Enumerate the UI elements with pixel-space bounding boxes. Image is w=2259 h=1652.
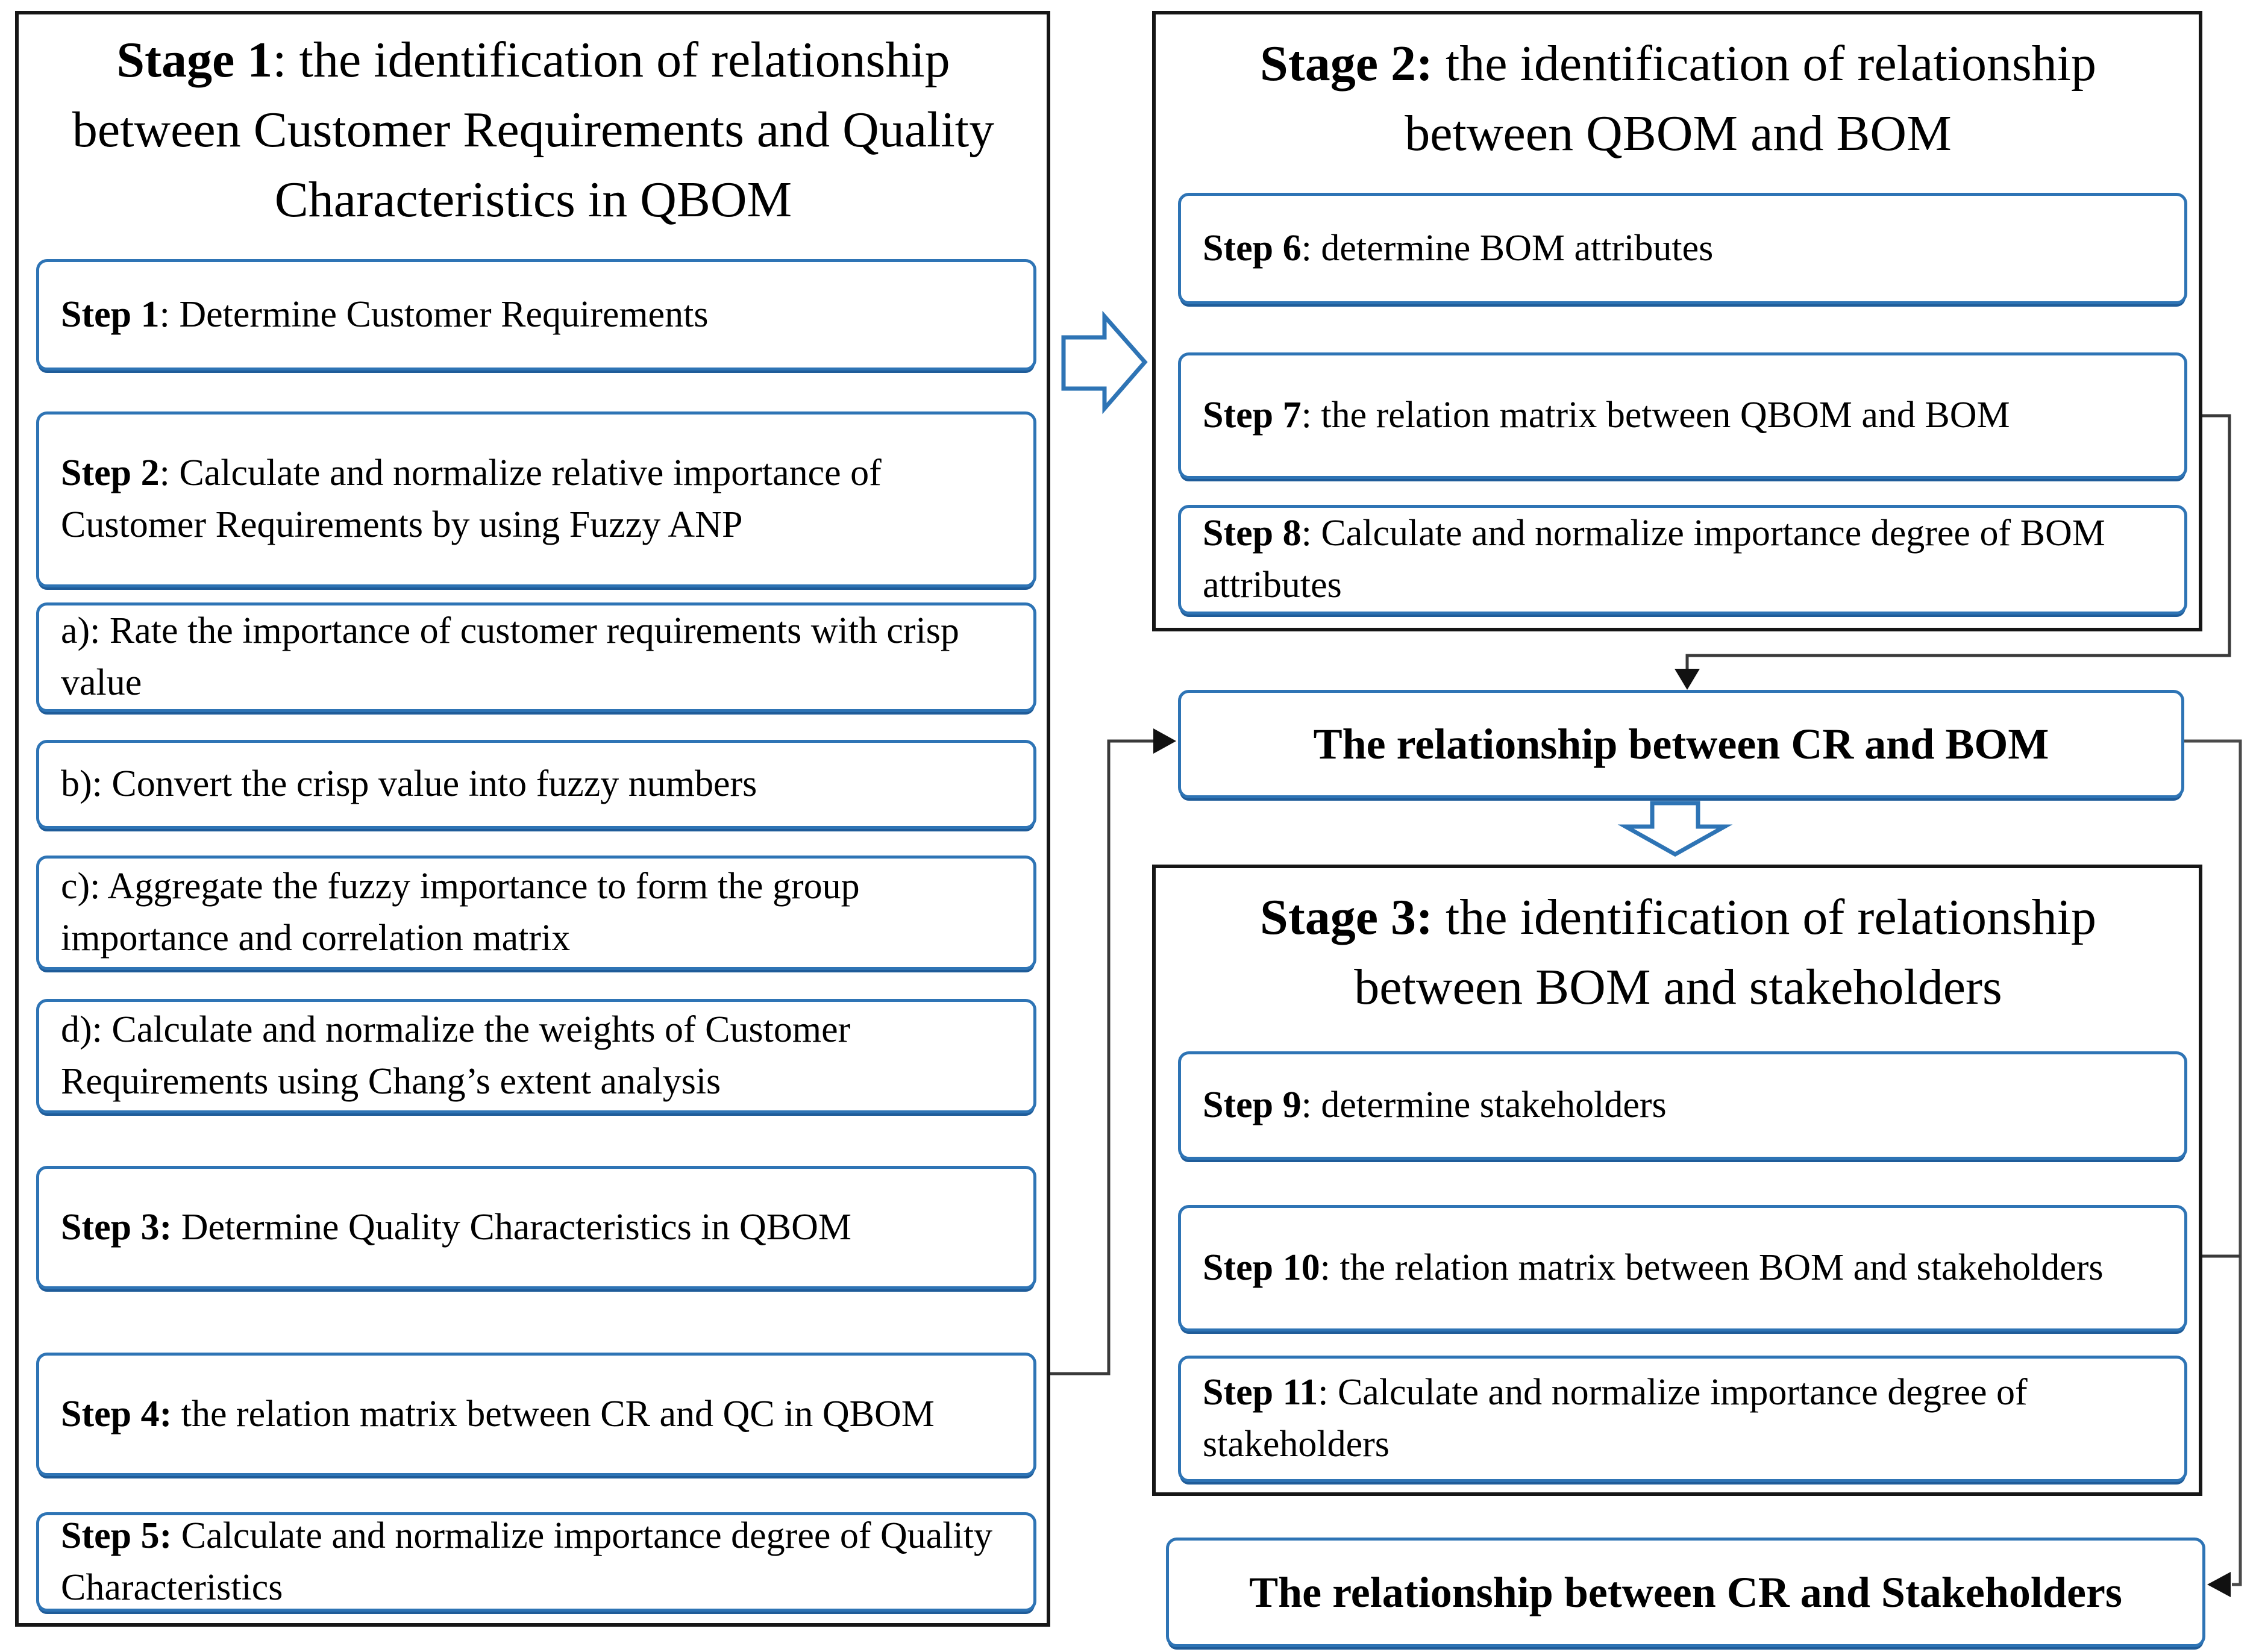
substep-b-text: b): Convert the crisp value into fuzzy n… xyxy=(61,763,757,805)
step11-label: Step 11 xyxy=(1203,1372,1318,1413)
step5-label: Step 5: xyxy=(61,1515,172,1556)
substep-c-box: c): Aggregate the fuzzy importance to fo… xyxy=(36,856,1036,970)
stage1-title: Stage 1: the identification of relations… xyxy=(42,25,1024,235)
step2-label: Step 2 xyxy=(61,452,160,494)
step9-box: Step 9: determine stakeholders xyxy=(1178,1051,2187,1160)
substep-a-text: a): Rate the importance of customer requ… xyxy=(61,610,959,703)
step6-body: : determine BOM attributes xyxy=(1301,227,1714,269)
step5-box: Step 5: Calculate and normalize importan… xyxy=(36,1512,1036,1612)
step9-text: Step 9: determine stakeholders xyxy=(1181,1076,2184,1135)
step6-label: Step 6 xyxy=(1203,227,1302,269)
step7-text: Step 7: the relation matrix between QBOM… xyxy=(1181,386,2184,445)
step8-label: Step 8 xyxy=(1203,513,1302,554)
step9-label: Step 9 xyxy=(1203,1084,1302,1126)
step7-body: : the relation matrix between QBOM and B… xyxy=(1301,395,2010,436)
relationship-cr-bom-box: The relationship between CR and BOM xyxy=(1178,690,2184,798)
step11-body: : Calculate and normalize importance deg… xyxy=(1203,1372,2028,1465)
step3-body: Determine Quality Characteristics in QBO… xyxy=(172,1206,852,1248)
step5-text: Step 5: Calculate and normalize importan… xyxy=(39,1510,1033,1613)
step2-body: : Calculate and normalize relative impor… xyxy=(61,452,882,545)
block-arrow-down-icon xyxy=(1617,801,1733,857)
step10-box: Step 10: the relation matrix between BOM… xyxy=(1178,1205,2187,1331)
step3-label: Step 3: xyxy=(61,1206,172,1248)
stage3-title-rest: the identification of relationship betwe… xyxy=(1354,889,2096,1015)
relationship-cr-bom-text: The relationship between CR and BOM xyxy=(1313,719,2049,768)
step11-box: Step 11: Calculate and normalize importa… xyxy=(1178,1356,2187,1482)
step4-text: Step 4: the relation matrix between CR a… xyxy=(39,1385,1033,1444)
relationship-cr-stakeholders-text: The relationship between CR and Stakehol… xyxy=(1249,1568,2122,1616)
step10-text: Step 10: the relation matrix between BOM… xyxy=(1181,1239,2184,1298)
stage3-title-prefix: Stage 3: xyxy=(1260,889,1433,945)
substep-b-box: b): Convert the crisp value into fuzzy n… xyxy=(36,740,1036,829)
step8-box: Step 8: Calculate and normalize importan… xyxy=(1178,505,2187,615)
step4-body: the relation matrix between CR and QC in… xyxy=(172,1393,935,1435)
step8-text: Step 8: Calculate and normalize importan… xyxy=(1181,504,2184,615)
step11-text: Step 11: Calculate and normalize importa… xyxy=(1181,1363,2184,1474)
step7-label: Step 7 xyxy=(1203,395,1302,436)
step9-body: : determine stakeholders xyxy=(1301,1084,1667,1126)
step1-body: : Determine Customer Requirements xyxy=(159,293,709,335)
step2-box: Step 2: Calculate and normalize relative… xyxy=(36,411,1036,587)
substep-d-text: d): Calculate and normalize the weights … xyxy=(61,1009,851,1102)
stage2-title-rest: the identification of relationship betwe… xyxy=(1405,36,2096,161)
step1-box: Step 1: Determine Customer Requirements xyxy=(36,259,1036,371)
stage1-title-rest: : the identification of relationship bet… xyxy=(72,32,995,228)
stage3-title: Stage 3: the identification of relations… xyxy=(1175,883,2181,1022)
step2-text: Step 2: Calculate and normalize relative… xyxy=(39,444,1033,554)
step1-label: Step 1 xyxy=(61,293,160,335)
step3-text: Step 3: Determine Quality Characteristic… xyxy=(39,1198,1033,1257)
step6-text: Step 6: determine BOM attributes xyxy=(1181,219,2184,278)
step1-text: Step 1: Determine Customer Requirements xyxy=(39,286,1033,345)
step10-body: : the relation matrix between BOM and st… xyxy=(1320,1247,2104,1289)
step10-label: Step 10 xyxy=(1203,1247,1320,1289)
step3-box: Step 3: Determine Quality Characteristic… xyxy=(36,1166,1036,1289)
step8-body: : Calculate and normalize importance deg… xyxy=(1203,513,2105,605)
step4-box: Step 4: the relation matrix between CR a… xyxy=(36,1353,1036,1476)
step4-label: Step 4: xyxy=(61,1393,172,1435)
substep-c-text: c): Aggregate the fuzzy importance to fo… xyxy=(61,866,860,959)
block-arrow-right-icon xyxy=(1061,310,1148,415)
stage2-title-prefix: Stage 2: xyxy=(1260,36,1433,92)
stage1-title-prefix: Stage 1 xyxy=(116,32,273,88)
step7-box: Step 7: the relation matrix between QBOM… xyxy=(1178,352,2187,479)
step5-body: Calculate and normalize importance degre… xyxy=(61,1515,992,1608)
stage2-title: Stage 2: the identification of relations… xyxy=(1175,29,2181,169)
step6-box: Step 6: determine BOM attributes xyxy=(1178,193,2187,304)
relationship-cr-stakeholders-box: The relationship between CR and Stakehol… xyxy=(1166,1538,2205,1647)
substep-d-box: d): Calculate and normalize the weights … xyxy=(36,999,1036,1113)
substep-a-box: a): Rate the importance of customer requ… xyxy=(36,602,1036,712)
